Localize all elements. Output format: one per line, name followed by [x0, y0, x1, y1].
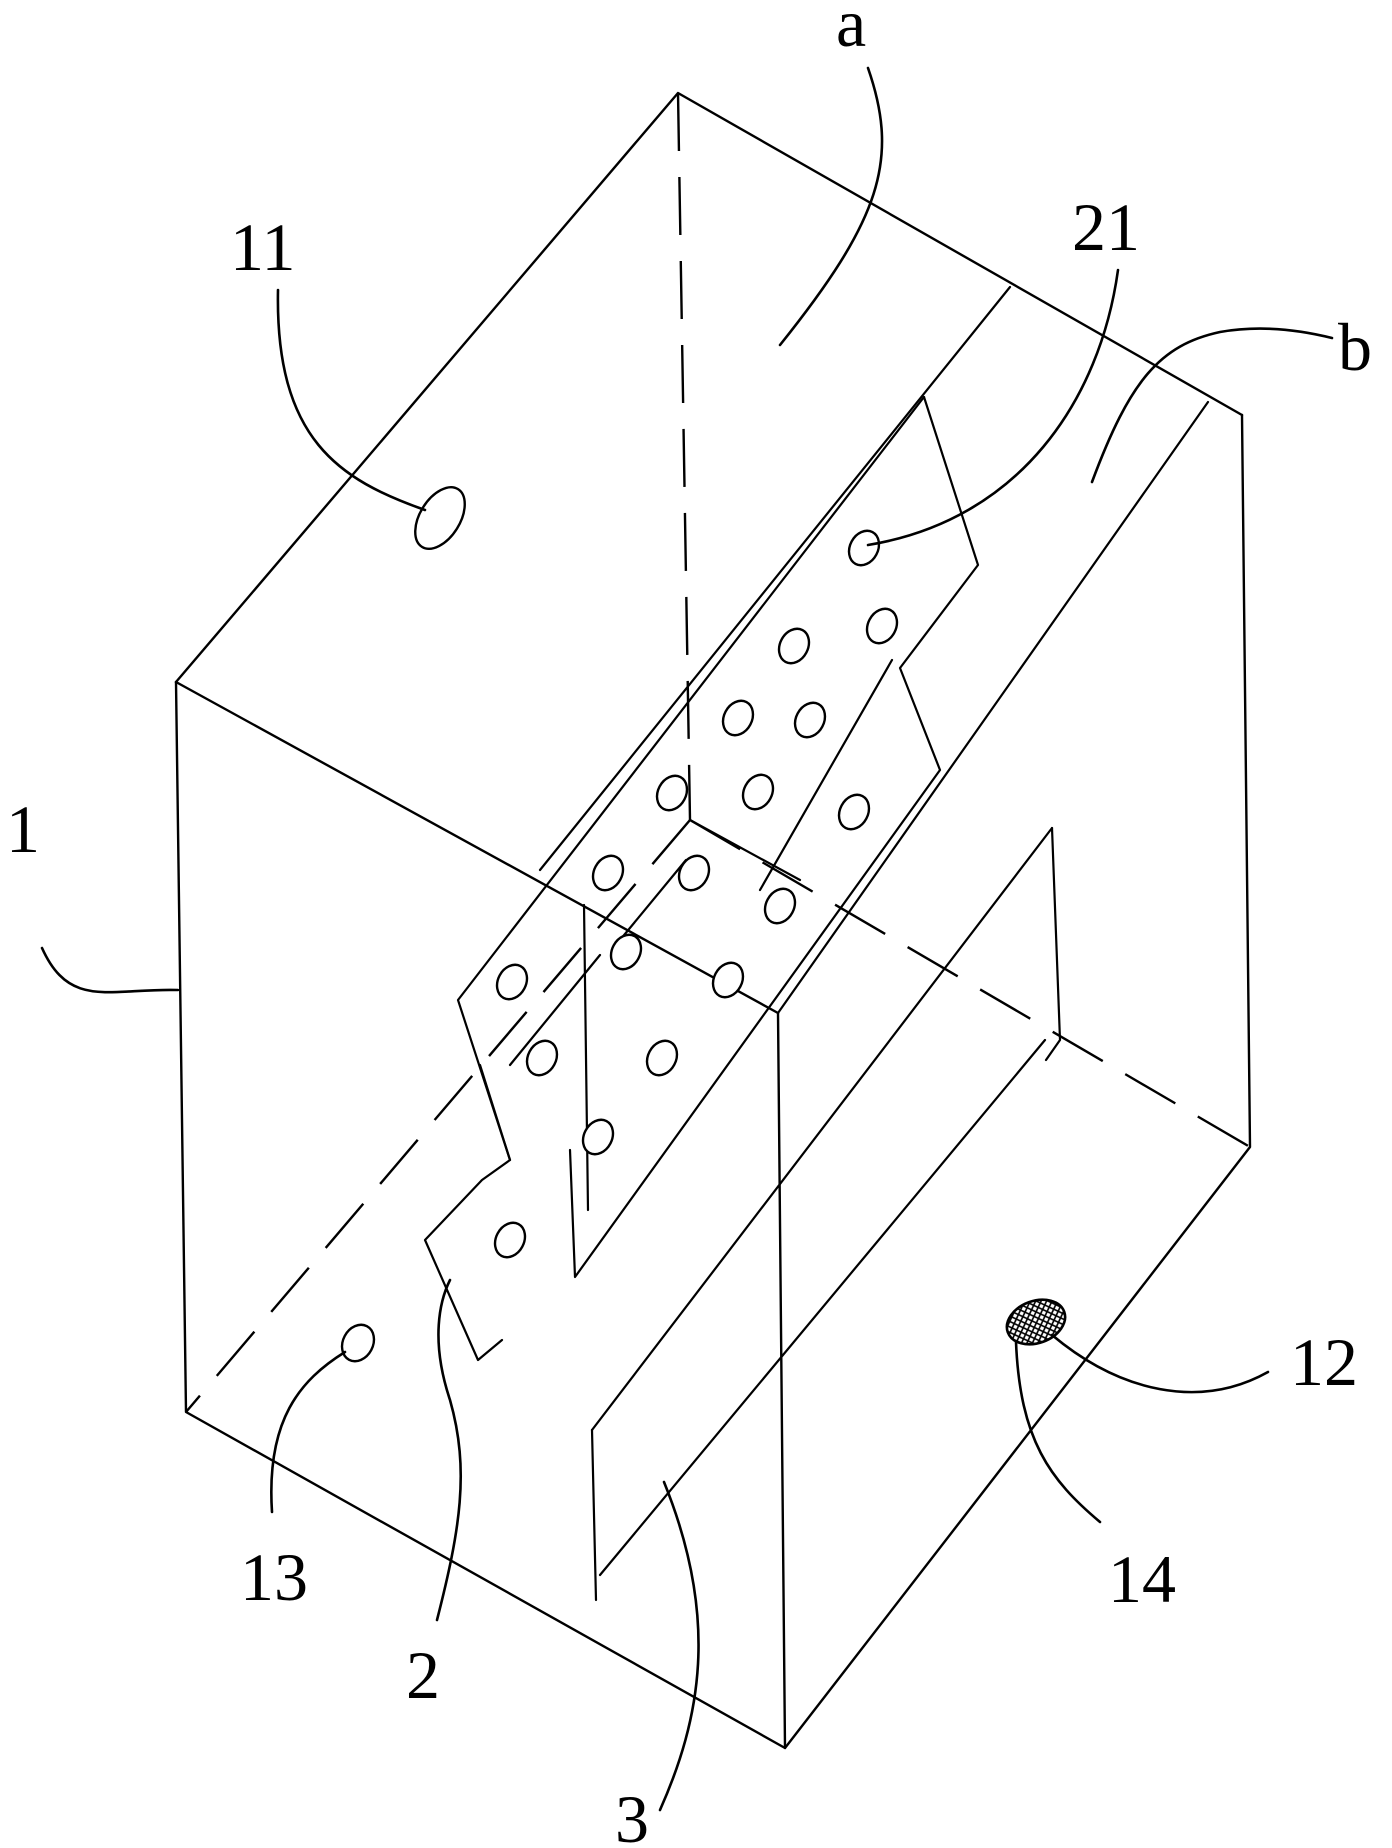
- leader-11: [276, 288, 427, 512]
- leader-2: [435, 1278, 463, 1622]
- label-13: 13: [240, 1539, 308, 1615]
- leader-b: [1090, 327, 1334, 484]
- hole: [591, 854, 625, 892]
- port-12-mesh: [1005, 1298, 1067, 1346]
- label-a: a: [836, 0, 866, 61]
- leader-21: [866, 268, 1120, 547]
- channel: [538, 285, 1210, 1577]
- hole: [581, 1118, 615, 1156]
- hole: [493, 1221, 527, 1259]
- labels: a 11 21 b 1 12 13 14 2 3: [6, 0, 1372, 1848]
- label-3: 3: [615, 1781, 649, 1848]
- plate-holes: [493, 529, 899, 1259]
- leader-12: [1050, 1333, 1270, 1394]
- hole: [655, 774, 689, 812]
- leader-1: [40, 946, 180, 994]
- hole: [777, 627, 811, 665]
- label-b: b: [1338, 309, 1372, 385]
- hole: [677, 854, 711, 892]
- leader-a: [778, 66, 884, 347]
- label-2: 2: [406, 1637, 440, 1713]
- divider-plate: [590, 826, 1062, 1602]
- port-11-hole: [414, 486, 466, 550]
- label-1: 1: [6, 791, 40, 867]
- hole: [763, 887, 797, 925]
- hidden-edges: [185, 92, 1251, 1413]
- port-13-hole: [340, 1323, 376, 1363]
- hole: [837, 793, 871, 831]
- label-14: 14: [1108, 1541, 1176, 1617]
- label-12: 12: [1290, 1324, 1358, 1400]
- box-body: [174, 91, 1252, 1750]
- hole: [609, 933, 643, 971]
- hole: [847, 529, 881, 567]
- hole: [865, 607, 899, 645]
- hole: [741, 773, 775, 811]
- hole: [711, 961, 745, 999]
- leader-14: [1014, 1340, 1102, 1524]
- label-11: 11: [230, 209, 295, 285]
- label-21: 21: [1072, 189, 1140, 265]
- hole: [793, 701, 827, 739]
- hole: [495, 963, 529, 1001]
- leader-3: [658, 1480, 700, 1812]
- leader-lines: [40, 66, 1334, 1812]
- perforated-plate: [423, 395, 980, 1362]
- leader-13: [270, 1350, 347, 1514]
- hole: [525, 1039, 559, 1077]
- hole: [645, 1039, 679, 1077]
- hole: [721, 699, 755, 737]
